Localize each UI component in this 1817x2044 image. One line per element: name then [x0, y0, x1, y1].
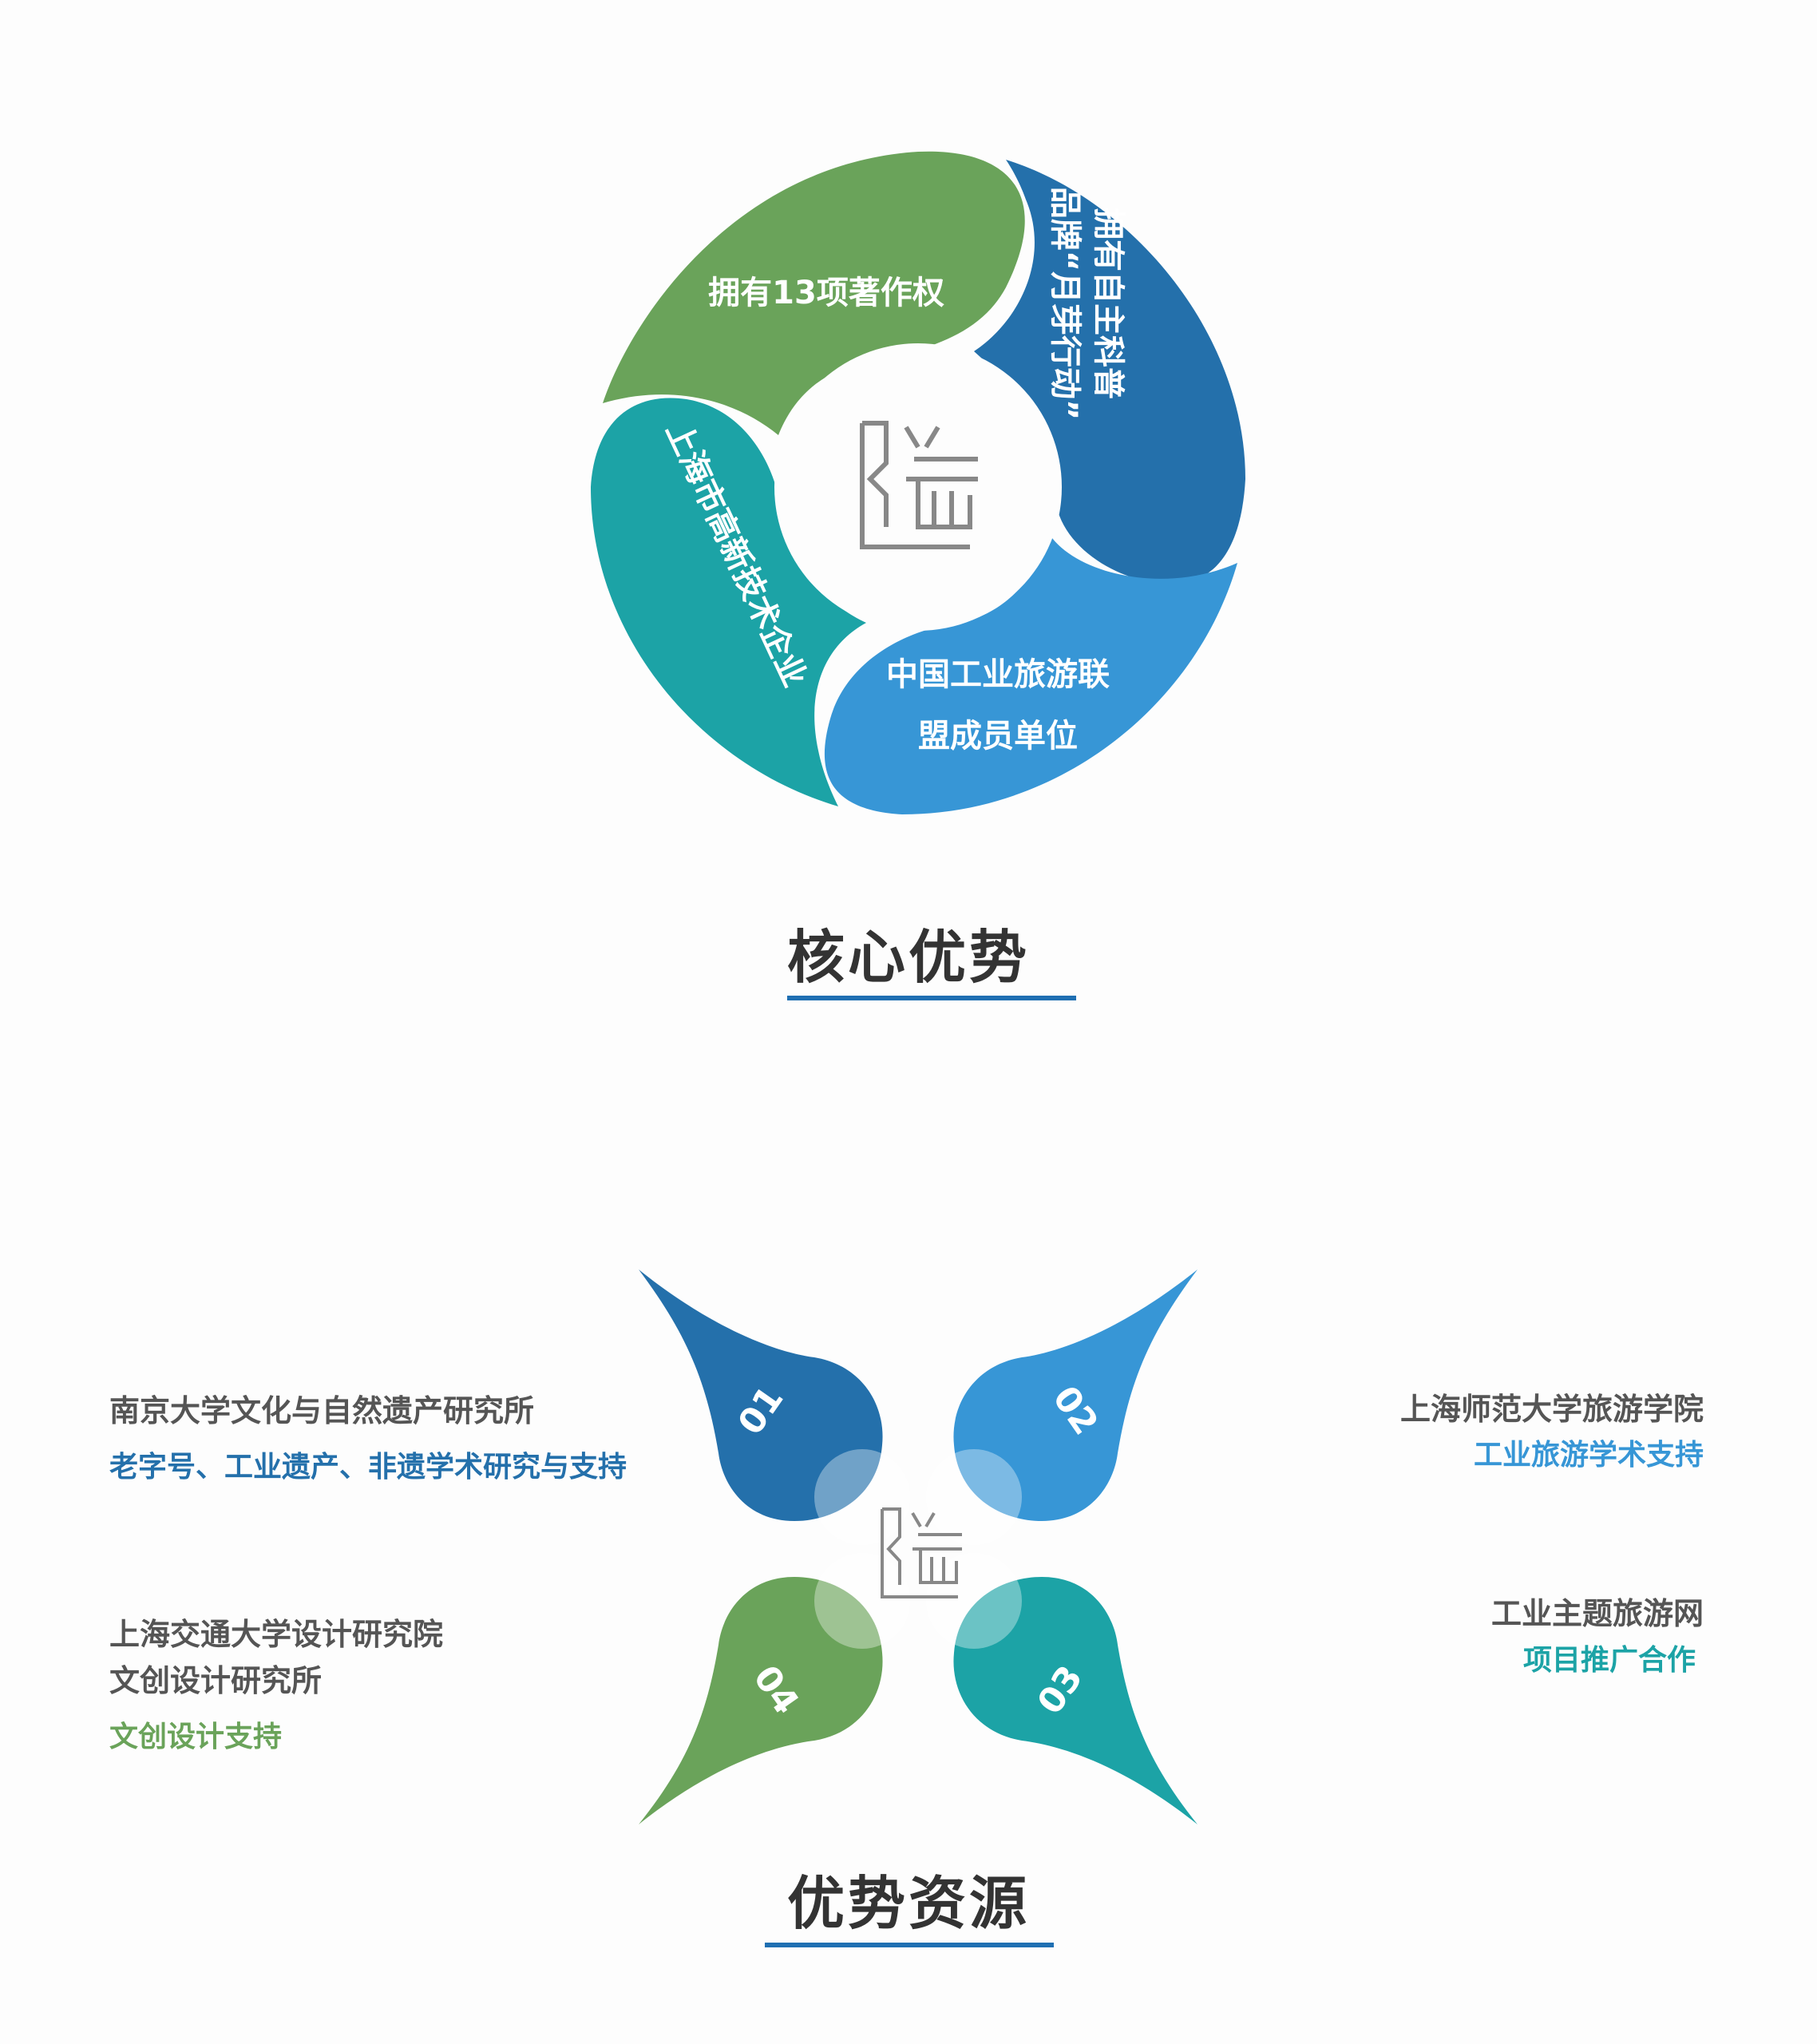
overlap-04: [814, 1553, 910, 1649]
resources-title-underline: [765, 1943, 1054, 1947]
core-advantage-title: 核心优势: [786, 924, 1030, 991]
resource-4-desc: 文创设计支持: [109, 1721, 283, 1753]
segment-text-dark-blue-line1: 拥有自主科普: [1090, 208, 1126, 399]
segment-text-dark-blue-line2: 品牌“月芽行动”: [1047, 187, 1083, 421]
petal-04: [639, 1577, 883, 1824]
segment-text-green: 拥有13项著作权: [708, 275, 944, 311]
resource-2-name: 上海师范大学旅游学院: [1399, 1392, 1704, 1427]
resource-4-name-line2: 文创设计研究所: [109, 1663, 323, 1698]
resource-1-desc: 老字号、工业遗产、非遗学术研究与支持: [109, 1451, 627, 1483]
logo-mark-small-icon: [881, 1507, 962, 1598]
petal-03: [953, 1577, 1197, 1824]
petal-02: [953, 1270, 1197, 1521]
segment-text-light-blue-line1: 中国工业旅游联: [886, 656, 1110, 693]
segment-text-light-blue-line2: 盟成员单位: [918, 718, 1078, 755]
segment-text-dark-blue: 拥有自主科普 品牌“月芽行动”: [1047, 187, 1126, 421]
segment-teal-petal: [591, 398, 866, 806]
core-title-underline: [787, 996, 1076, 1000]
overlap-02: [926, 1449, 1022, 1545]
resource-4-name-line1: 上海交通大学设计研究院: [109, 1617, 444, 1652]
segment-dark-blue-petal: [974, 160, 1245, 584]
resource-1-name: 南京大学文化与自然遗产研究所: [109, 1393, 535, 1428]
logo-mark-icon: [860, 421, 978, 549]
resources-title: 优势资源: [786, 1870, 1030, 1937]
segment-green-petal: [603, 151, 1025, 435]
overlap-03: [926, 1553, 1022, 1649]
resource-3-name: 工业主题旅游网: [1490, 1596, 1704, 1631]
resources-diagram: 01 02 03 04: [639, 1270, 1197, 1824]
resource-2-desc: 工业旅游学术支持: [1473, 1439, 1704, 1472]
segment-light-blue-petal: [824, 535, 1237, 814]
petal-01: [639, 1270, 883, 1521]
overlap-01: [814, 1449, 910, 1545]
core-advantage-diagram: 拥有13项著作权 拥有自主科普 品牌“月芽行动” 中国工业旅游联 盟成员单位 上…: [591, 151, 1245, 814]
resource-3-desc: 项目推广合作: [1522, 1644, 1696, 1677]
